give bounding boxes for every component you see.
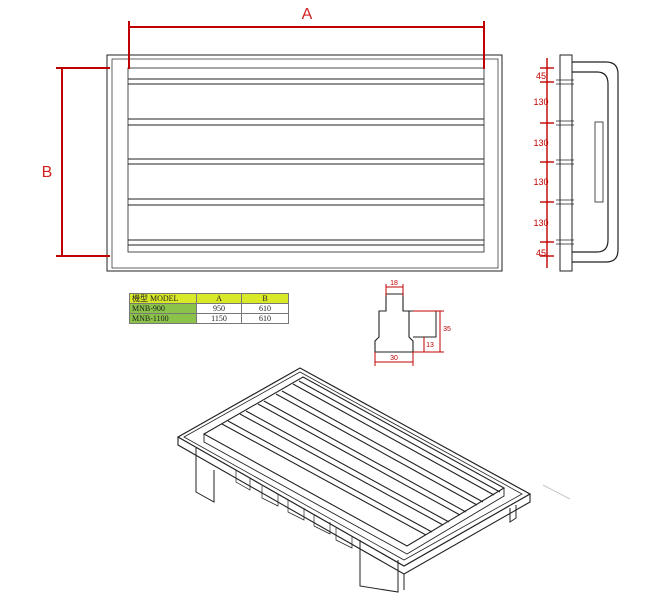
row-b: 610 — [241, 313, 289, 324]
side-view-plate — [559, 54, 573, 272]
header-a: A — [196, 293, 242, 304]
spec-table: 機型 MODEL A B MNB-900 950 610 MNB-1100 11… — [129, 293, 289, 324]
slot-top-width: 18 — [390, 280, 398, 287]
side-pitch-2: 130 — [533, 97, 548, 107]
top-view-inner-frame — [111, 58, 499, 269]
top-view — [106, 54, 503, 272]
side-pitch-6: 45 — [536, 248, 546, 258]
side-view — [556, 54, 619, 272]
row-model: MNB-1100 — [129, 313, 197, 324]
side-pitch-3: 130 — [533, 138, 548, 148]
table-row: MNB-1100 1150 610 — [129, 313, 289, 324]
dimension-b-label: B — [42, 164, 53, 181]
isometric-view — [176, 367, 532, 593]
dimension-a — [128, 21, 485, 69]
slot-height: 35 — [443, 326, 451, 333]
top-view-slots — [128, 78, 484, 246]
row-model: MNB-900 — [129, 303, 197, 314]
stray-line — [542, 484, 571, 500]
side-pitch-5: 130 — [533, 218, 548, 228]
slot-base-width: 30 — [390, 355, 398, 362]
side-pitch-1: 45 — [536, 71, 546, 81]
top-view-outer-frame — [106, 54, 503, 272]
header-model: 機型 MODEL — [129, 293, 197, 304]
spec-table-header: 機型 MODEL A B — [129, 293, 289, 304]
dimension-b — [56, 67, 110, 257]
slot-step: 13 — [426, 342, 434, 349]
row-a: 1150 — [196, 313, 242, 324]
side-dimension-line — [540, 58, 554, 268]
dimension-a-label: A — [302, 6, 313, 23]
row-a: 950 — [196, 303, 242, 314]
t-slot-dimensions — [374, 284, 444, 366]
header-b: B — [241, 293, 289, 304]
slot-outline — [374, 293, 414, 353]
row-b: 610 — [241, 303, 289, 314]
table-plate — [127, 67, 485, 253]
table-row: MNB-900 950 610 — [129, 303, 289, 314]
side-pitch-4: 130 — [533, 177, 548, 187]
